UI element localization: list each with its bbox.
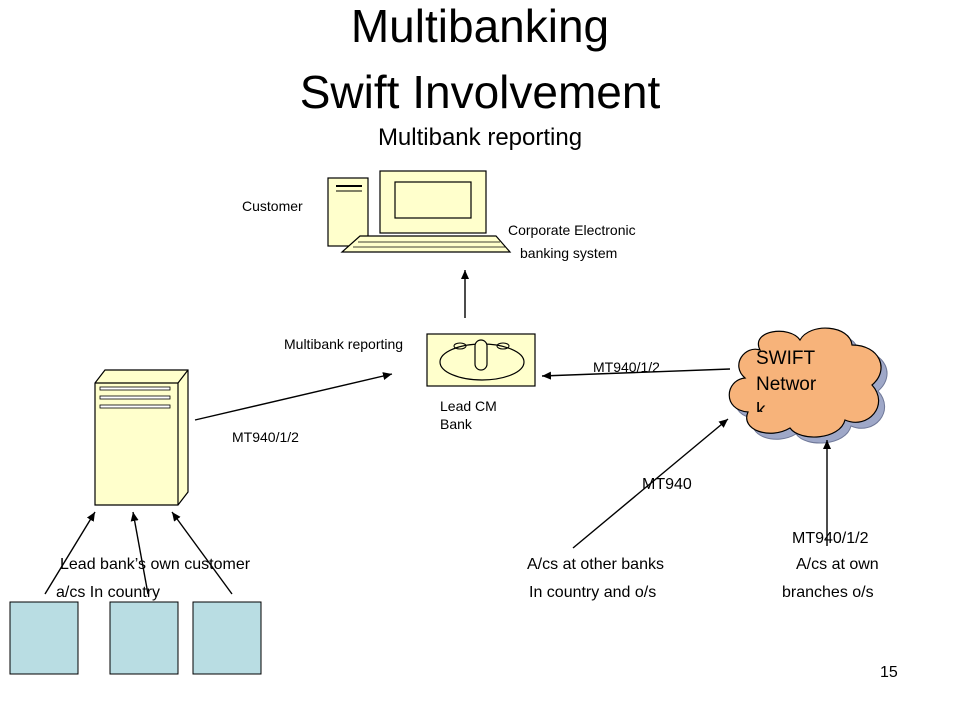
arrow-other-banks-to-swift (572, 418, 729, 549)
swift-label-line-3: k (756, 400, 766, 412)
bank-icon (426, 333, 536, 387)
other-banks-label-line-1: A/cs at other banks (527, 556, 664, 573)
computer-icon (327, 170, 512, 253)
lead-bank-label-line-1: Lead bank’s own customer (60, 556, 251, 573)
own-branches-label-line-2: branches o/s (782, 584, 874, 601)
lead-cm-label-line-2: Bank (440, 416, 472, 432)
subtitle: Multibank reporting (377, 124, 583, 151)
swift-cloud-icon (728, 327, 888, 444)
page-number: 15 (880, 664, 898, 681)
arrow-account1-to-server (44, 511, 96, 595)
swift-network-label: SWIFT Networ k (756, 346, 836, 412)
swift-label-line-2: Networ (756, 374, 817, 395)
title-line-2: Swift Involvement (299, 66, 661, 118)
title-line-1: Multibanking (350, 0, 610, 52)
swift-label-line-1: SWIFT (756, 348, 816, 369)
account-box-3 (192, 601, 262, 675)
other-banks-label-line-2: In country and o/s (529, 584, 657, 601)
server-icon (94, 369, 189, 506)
edge-label-swift-to-bank: MT940/1/2 (593, 359, 660, 375)
account-box-1 (9, 601, 79, 675)
arrow-swift-to-bank (541, 368, 731, 380)
edge-label-server-to-bank: MT940/1/2 (232, 429, 299, 445)
edge-label-own-branches: MT940/1/2 (792, 530, 869, 547)
arrow-account3-to-server (171, 511, 233, 595)
lead-bank-label-line-2: a/cs In country (56, 584, 161, 601)
customer-label: Customer (242, 198, 303, 214)
edge-label-other-banks: MT940 (642, 476, 692, 493)
account-box-2 (109, 601, 179, 675)
corporate-label-line-2: banking system (520, 245, 618, 261)
arrow-account2-to-server (130, 511, 149, 595)
multibank-reporting-label: Multibank reporting (284, 336, 404, 352)
corporate-label-line-1: Corporate Electronic (508, 222, 636, 238)
lead-cm-label-line-1: Lead CM (440, 398, 497, 414)
arrow-server-to-bank (194, 372, 393, 421)
own-branches-label-line-1: A/cs at own (796, 556, 879, 573)
